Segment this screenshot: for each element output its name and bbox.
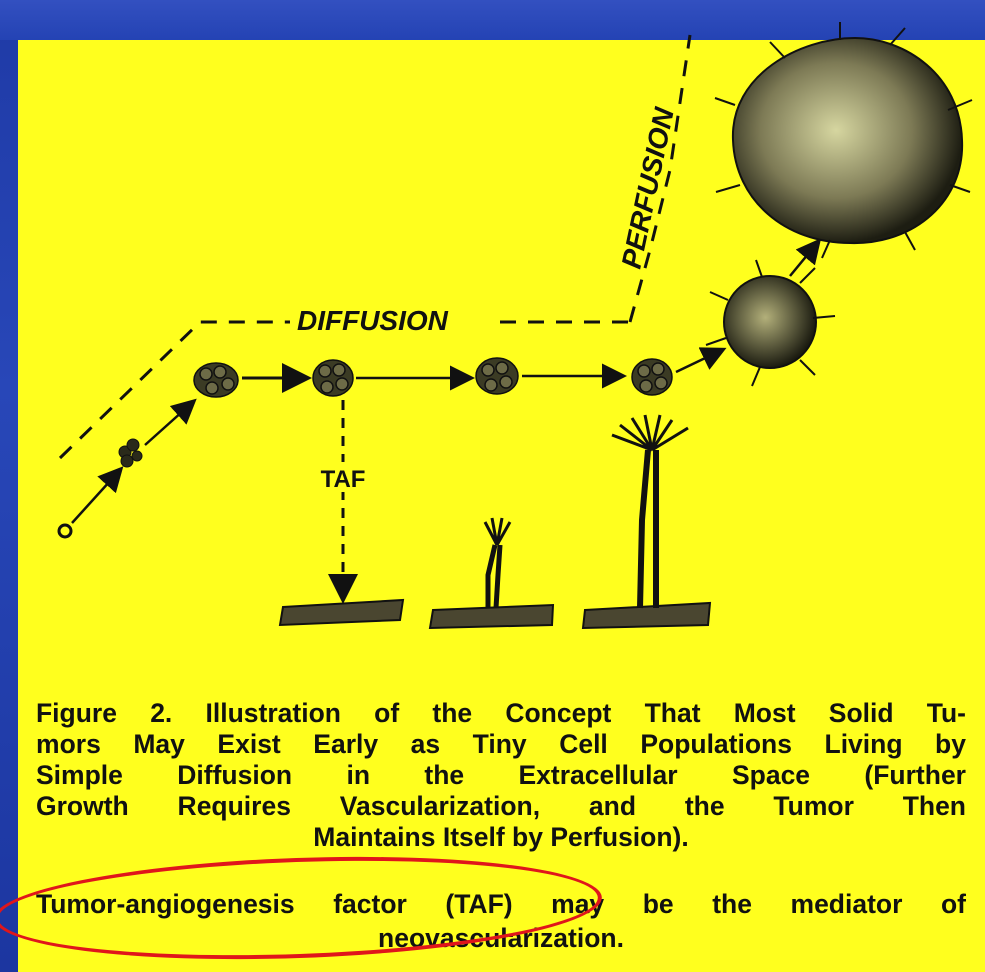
caption-line-4: Growth Requires Vascularization, and the… bbox=[36, 791, 966, 822]
blood-vessel-1 bbox=[280, 600, 403, 625]
cell-cluster-2 bbox=[313, 360, 353, 396]
caption-line-5: Maintains Itself by Perfusion). bbox=[36, 822, 966, 853]
single-cell bbox=[59, 525, 71, 537]
caption-line-3: Simple Diffusion in the Extracellular Sp… bbox=[36, 760, 966, 791]
taf-label: TAF bbox=[321, 466, 366, 493]
blood-vessel-3 bbox=[583, 415, 710, 628]
blood-vessel-2 bbox=[430, 518, 553, 628]
growth-arrow-6 bbox=[676, 350, 722, 372]
diffusion-label: DIFFUSION bbox=[297, 305, 449, 336]
figure-caption: Figure 2. Illustration of the Concept Th… bbox=[36, 698, 966, 853]
caption-line-2: mors May Exist Early as Tiny Cell Popula… bbox=[36, 729, 966, 760]
growth-arrow-1 bbox=[72, 470, 120, 523]
growth-arrow-7 bbox=[790, 242, 818, 276]
cell-cluster-4 bbox=[632, 359, 672, 395]
cell-cluster-small bbox=[119, 439, 142, 467]
cell-cluster-1 bbox=[194, 363, 238, 397]
large-tumor bbox=[715, 22, 972, 258]
perfusion-label: PERFUSION bbox=[616, 104, 680, 271]
growth-arrow-2 bbox=[145, 402, 193, 445]
caption-line-1: Figure 2. Illustration of the Concept Th… bbox=[36, 698, 966, 729]
diffusion-boundary-line bbox=[60, 322, 290, 458]
medium-tumor bbox=[706, 260, 835, 386]
cell-cluster-3 bbox=[476, 358, 518, 394]
